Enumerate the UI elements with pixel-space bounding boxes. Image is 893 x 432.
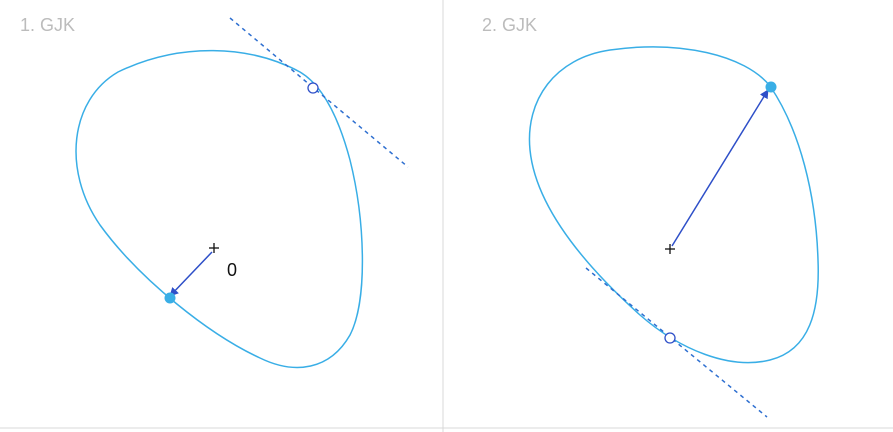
panel-2-center-plus-icon bbox=[665, 244, 675, 254]
panel-2: 2. GJK bbox=[482, 15, 819, 418]
panel-1-direction-arrow bbox=[169, 251, 213, 297]
panel-2-title: 2. GJK bbox=[482, 15, 537, 35]
panel-2-tangent-line bbox=[585, 267, 768, 418]
panel-1-title: 1. GJK bbox=[20, 15, 75, 35]
panel-1-center-plus-icon bbox=[209, 243, 219, 253]
panel-2-shape-outline bbox=[528, 46, 819, 364]
panel-1: 1. GJK 0 bbox=[20, 15, 409, 369]
panel-1-shape-outline bbox=[75, 49, 364, 369]
panel-2-tangent-point bbox=[664, 332, 676, 344]
panel-2-direction-arrow bbox=[671, 89, 769, 247]
panel-1-origin-label: 0 bbox=[227, 260, 237, 280]
panel-1-tangent-line bbox=[229, 17, 409, 168]
panel-1-tangent-point bbox=[307, 82, 319, 94]
panel-2-support-point bbox=[765, 81, 777, 93]
panel-1-support-point bbox=[164, 292, 176, 304]
